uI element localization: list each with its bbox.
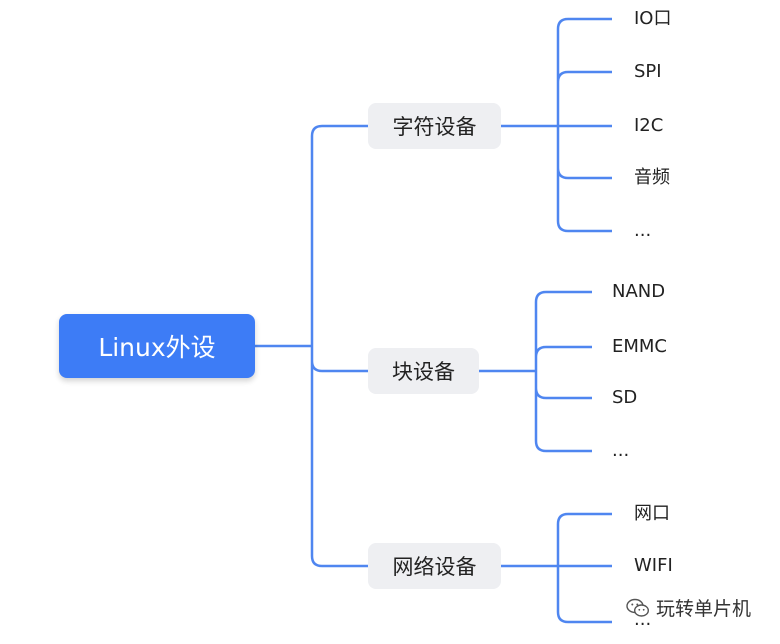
leaf-i2c[interactable]: I2C [634, 115, 664, 136]
leaf-io-port[interactable]: IO口 [634, 8, 672, 29]
watermark: 玩转单片机 [626, 594, 751, 621]
leaf-sd[interactable]: SD [612, 387, 638, 408]
connector-root-to-branches [255, 124, 368, 568]
leaf-audio[interactable]: 音频 [634, 167, 670, 188]
root-label: Linux外设 [98, 333, 216, 362]
branch-label: 网络设备 [392, 555, 477, 579]
connector-branch-3-leaves [501, 512, 612, 624]
connector-branch-1-leaves [501, 17, 612, 233]
connector-branch-2-leaves [479, 290, 592, 453]
root-node[interactable]: Linux外设 [59, 314, 255, 378]
watermark-text: 玩转单片机 [656, 598, 752, 620]
wechat-icon [626, 598, 650, 617]
leaf-spi[interactable]: SPI [634, 61, 662, 82]
leaf-wifi[interactable]: WIFI [634, 555, 673, 576]
leaf-more[interactable]: ... [634, 220, 652, 241]
leaf-emmc[interactable]: EMMC [612, 336, 668, 357]
branch-node-block-devices[interactable]: 块设备 [368, 348, 479, 394]
branch-node-char-devices[interactable]: 字符设备 [368, 103, 501, 149]
branch-node-network-devices[interactable]: 网络设备 [368, 543, 501, 589]
leaf-ethernet-port[interactable]: 网口 [634, 503, 670, 524]
branch-label: 字符设备 [392, 115, 477, 139]
leaf-nand[interactable]: NAND [612, 281, 666, 302]
branch-label: 块设备 [392, 360, 455, 384]
leaf-more[interactable]: ... [612, 440, 630, 461]
